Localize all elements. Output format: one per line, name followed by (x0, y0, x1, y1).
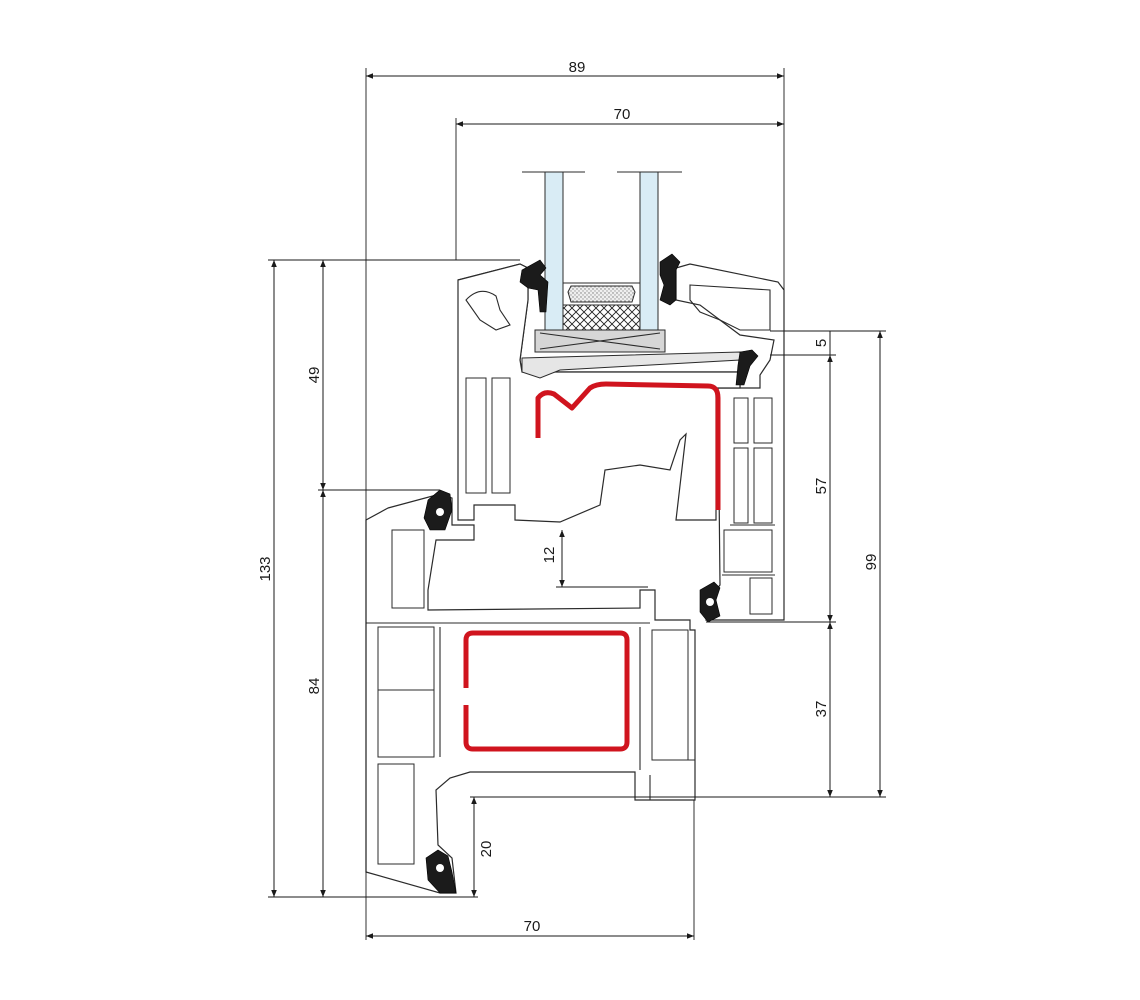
dimensions: 89 70 70 133 49 84 99 5 57 37 12 20 (257, 59, 886, 940)
glass-pane-outer (544, 171, 564, 331)
frame-steel-reinforcement (463, 630, 630, 752)
dim-label-glazing-offset: 5 (813, 339, 830, 347)
glazing-gasket-inner (659, 253, 681, 306)
frame-profile (365, 493, 696, 894)
dim-label-left-total: 133 (257, 556, 274, 581)
glass-pane-inner (639, 171, 659, 331)
dim-label-sash-width: 70 (614, 106, 631, 123)
sash-steel-reinforcement (535, 381, 721, 510)
dim-label-left-lower: 84 (306, 678, 323, 695)
desiccant (567, 285, 636, 303)
sash-profile (457, 263, 785, 621)
gaskets (423, 253, 759, 894)
dim-label-right-upper: 57 (813, 478, 830, 495)
secondary-seal (562, 304, 641, 331)
dim-label-left-upper: 49 (306, 367, 323, 384)
dim-label-right-total: 99 (863, 554, 880, 571)
dim-label-right-lower: 37 (813, 701, 830, 718)
dim-label-overlap: 12 (541, 547, 558, 564)
dim-label-overall-width: 89 (569, 59, 586, 76)
sash-stop-gasket (735, 349, 759, 386)
dim-label-frame-rebate: 20 (478, 841, 495, 858)
dim-label-frame-width: 70 (524, 918, 541, 935)
glazing-gasket-outer (519, 259, 549, 313)
